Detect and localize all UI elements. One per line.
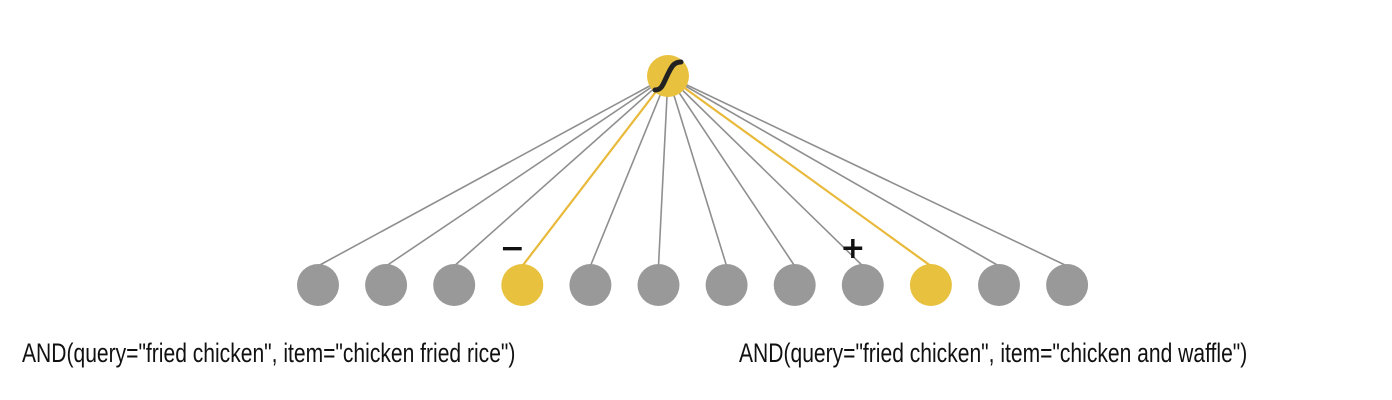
sign-label-9: + [840, 231, 865, 266]
leaf-node-8 [773, 264, 816, 306]
edge-3 [453, 75, 669, 267]
edge-7 [667, 75, 728, 267]
caption-left: AND(query="fried chicken", item="chicken… [22, 338, 516, 368]
edge-5 [589, 75, 669, 267]
leaf-node-7 [705, 264, 748, 306]
edge-1 [317, 75, 669, 267]
leaf-node-2 [365, 264, 408, 306]
leaf-nodes-group [297, 264, 1089, 306]
edge-8 [667, 75, 796, 267]
leaf-node-10 [909, 264, 952, 306]
edge-6 [657, 75, 669, 267]
caption-right: AND(query="fried chicken", item="chicken… [739, 338, 1248, 368]
edge-11 [667, 75, 1000, 267]
leaf-node-9 [841, 264, 884, 306]
edge-10 [667, 75, 932, 267]
edges-group [317, 75, 1068, 267]
leaf-node-3 [433, 264, 476, 306]
leaf-node-1 [297, 264, 339, 306]
sigmoid-icon [652, 59, 684, 93]
root-node [647, 55, 689, 97]
sign-label-4: − [500, 231, 525, 266]
edge-12 [667, 75, 1068, 267]
edge-2 [385, 75, 669, 267]
signs-group: −+ [500, 231, 866, 266]
leaf-node-6 [637, 264, 680, 306]
edge-9 [667, 75, 864, 267]
leaf-node-4 [501, 264, 544, 306]
leaf-node-11 [978, 264, 1020, 306]
leaf-node-5 [569, 264, 612, 306]
edge-4 [521, 75, 669, 267]
leaf-node-12 [1046, 264, 1089, 306]
